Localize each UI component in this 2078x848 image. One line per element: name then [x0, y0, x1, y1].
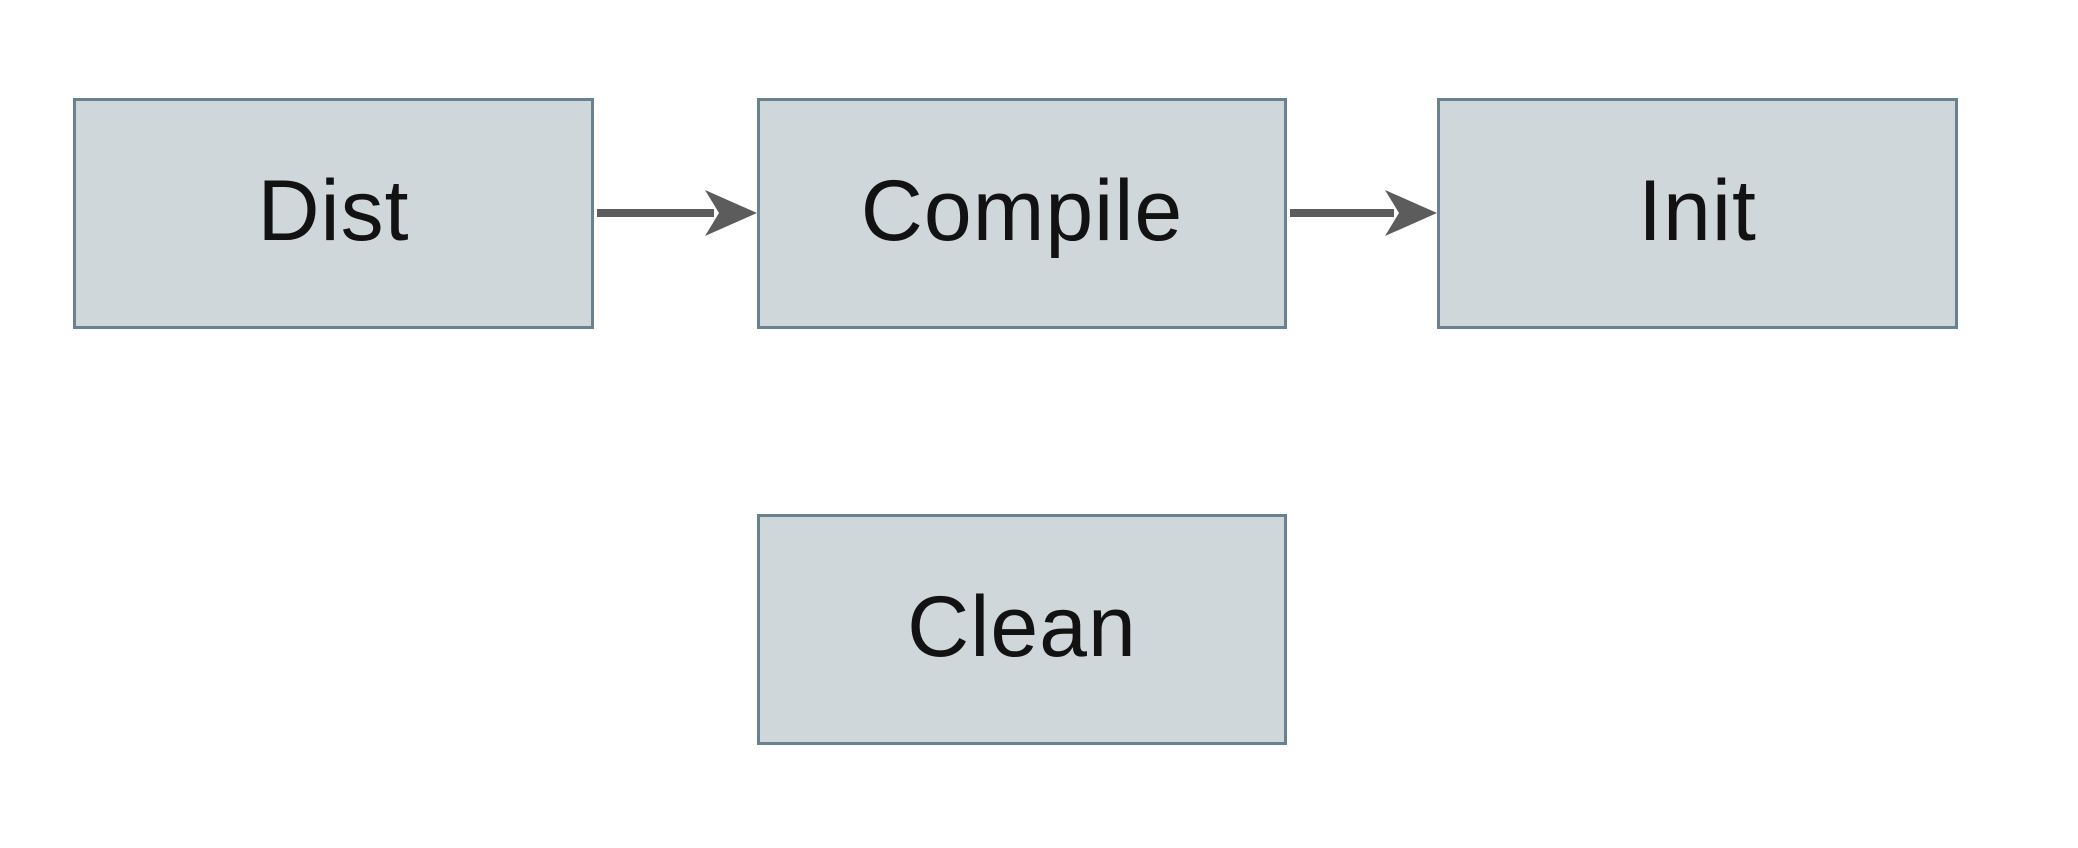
node-clean[interactable]: Clean	[757, 514, 1287, 745]
arrow-dist-to-compile[interactable]	[597, 190, 757, 236]
arrow-compile-to-init-head-icon	[1385, 190, 1437, 236]
node-init-label: Init	[1638, 162, 1757, 259]
node-clean-label: Clean	[907, 578, 1137, 675]
node-dist-label: Dist	[257, 162, 410, 259]
arrow-dist-to-compile-head-icon	[705, 190, 757, 236]
arrow-compile-to-init[interactable]	[1290, 190, 1437, 236]
node-compile[interactable]: Compile	[757, 98, 1287, 329]
node-init[interactable]: Init	[1437, 98, 1958, 329]
node-dist[interactable]: Dist	[73, 98, 594, 329]
node-compile-label: Compile	[860, 162, 1184, 259]
